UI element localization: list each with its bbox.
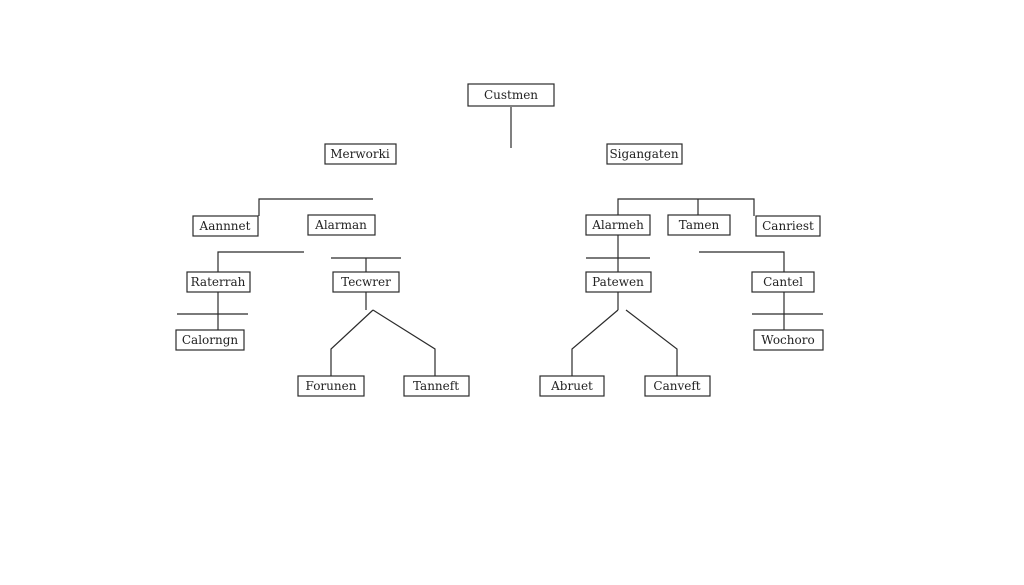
node-label: Alarman <box>314 218 367 232</box>
node-alarman: Alarman <box>307 214 376 236</box>
node-label: Wochoro <box>761 333 814 347</box>
connector-line <box>699 251 785 272</box>
node-abruet: Abruet <box>539 375 605 397</box>
node-label: Raterrah <box>191 275 246 289</box>
node-label: Alarmeh <box>591 218 644 232</box>
node-label: Tecwrer <box>341 275 391 289</box>
node-label: Abruet <box>550 379 593 393</box>
node-custmen: Custmen <box>467 83 555 107</box>
node-label: Tanneft <box>413 379 459 393</box>
node-label: Merworki <box>330 147 390 161</box>
node-canriest: Canriest <box>755 215 821 237</box>
node-tecwrer: Tecwrer <box>332 271 400 293</box>
node-label: Sigangaten <box>609 147 678 161</box>
connector-line <box>372 309 436 376</box>
node-forunen: Forunen <box>297 375 365 397</box>
node-label: Forunen <box>306 379 357 393</box>
node-label: Canveft <box>653 379 700 393</box>
node-raterrah: Raterrah <box>186 271 251 293</box>
node-aannnet: Aannnet <box>192 215 259 237</box>
node-label: Aannnet <box>199 219 251 233</box>
node-patewen: Patewen <box>585 271 652 293</box>
connector-line <box>217 251 304 272</box>
node-tamen: Tamen <box>667 214 731 236</box>
connector-line <box>625 309 678 376</box>
node-merworki: Merworki <box>324 143 397 165</box>
connector-line <box>571 309 619 376</box>
connector-lines <box>177 107 823 376</box>
node-cantel: Cantel <box>751 271 815 293</box>
node-tanneft: Tanneft <box>403 375 470 397</box>
node-sigangaten: Sigangaten <box>606 143 683 165</box>
node-label: Patewen <box>592 275 644 289</box>
node-label: Tamen <box>679 218 720 232</box>
connector-line <box>330 309 374 376</box>
node-alarmeh: Alarmeh <box>585 214 651 236</box>
node-label: Canriest <box>762 219 814 233</box>
node-canveft: Canveft <box>644 375 711 397</box>
node-boxes: Custmen Merworki Sigangaten Aannnet Alar… <box>175 83 824 397</box>
node-label: Calorngn <box>182 333 239 347</box>
node-wochoro: Wochoro <box>753 329 824 351</box>
connector-line <box>258 198 373 216</box>
connector-line <box>617 198 755 216</box>
node-label: Cantel <box>763 275 803 289</box>
node-label: Custmen <box>484 88 538 102</box>
node-calorngn: Calorngn <box>175 329 245 351</box>
